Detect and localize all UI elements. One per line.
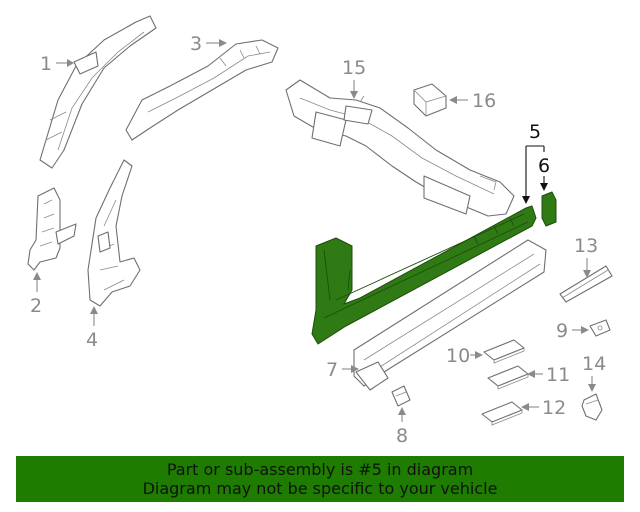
info-banner: Part or sub-assembly is #5 in diagram Di…: [16, 456, 624, 502]
callout-number-highlighted: 6: [538, 155, 550, 177]
callout-number: 13: [574, 235, 598, 257]
part-12-pad: [481, 401, 523, 426]
callout-number: 16: [472, 90, 496, 112]
callout-7: 7: [326, 359, 359, 381]
part-10-pad: [483, 339, 525, 364]
callout-15: 15: [342, 57, 366, 99]
callout-1: 1: [40, 53, 74, 75]
part-5-side-sill-assembly: [311, 205, 537, 345]
callout-5: 5: [522, 121, 545, 204]
callout-10: 10: [446, 345, 483, 367]
part-6-sill-bracket: [541, 191, 557, 227]
callout-8: 8: [396, 407, 408, 447]
callout-number: 8: [396, 425, 408, 447]
callout-9: 9: [556, 320, 589, 342]
callout-2: 2: [30, 272, 42, 317]
part-1-a-pillar-upper: [39, 15, 157, 169]
callout-number: 2: [30, 295, 42, 317]
banner-line-2: Diagram may not be specific to your vehi…: [142, 479, 498, 498]
callout-number-highlighted: 5: [529, 121, 541, 143]
callout-6: 6: [538, 155, 550, 191]
callout-3: 3: [190, 33, 227, 55]
callout-number: 4: [86, 329, 98, 351]
parts-diagram: 1 2 3 4 5 6 7 8 9 10: [27, 15, 613, 447]
callout-12: 12: [521, 397, 566, 419]
part-8-bracket: [391, 385, 411, 407]
callout-number: 3: [190, 33, 202, 55]
part-15-cross-member: [285, 79, 515, 217]
callout-16: 16: [449, 90, 496, 112]
part-7-rocker-reinforcement: [353, 239, 547, 391]
part-2-pillar-bracket: [27, 187, 77, 271]
part-13-strip: [559, 265, 613, 303]
part-4-b-pillar: [87, 159, 141, 307]
callout-number: 12: [542, 397, 566, 419]
callout-11: 11: [527, 364, 570, 386]
callout-number: 15: [342, 57, 366, 79]
callout-14: 14: [582, 353, 606, 392]
part-14-bracket: [581, 393, 603, 421]
callout-number: 14: [582, 353, 606, 375]
callout-number: 9: [556, 320, 568, 342]
part-16-block: [413, 83, 447, 117]
callout-number: 1: [40, 53, 52, 75]
part-3-roof-rail: [125, 39, 279, 141]
callout-13: 13: [574, 235, 598, 278]
callout-4: 4: [86, 306, 98, 351]
part-9-clip: [589, 319, 611, 337]
callout-number: 11: [546, 364, 570, 386]
part-11-pad: [487, 365, 529, 390]
callout-number: 7: [326, 359, 338, 381]
banner-line-1: Part or sub-assembly is #5 in diagram: [166, 460, 474, 479]
callout-number: 10: [446, 345, 470, 367]
